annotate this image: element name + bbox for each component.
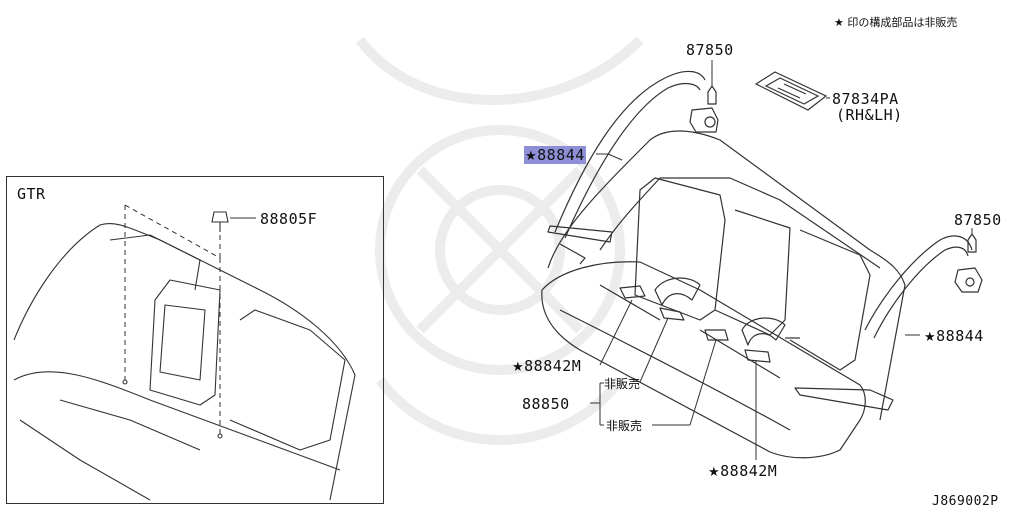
label-87850-top[interactable]: 87850 [686,41,734,59]
label-88844-top[interactable]: ★88844 [524,146,586,166]
inset-clip [122,211,256,439]
label-88805f[interactable]: 88805F [260,210,318,228]
part-87834pa-shape [754,71,828,111]
label-88844-top-text: 88844 [537,146,585,164]
label-88842m-left[interactable]: ★88842M [512,357,581,377]
rear-seat-main [541,130,906,459]
label-88842m-bottom-text: 88842M [720,462,778,480]
star-mark: ★ [924,330,937,345]
label-87834pa[interactable]: 87834PA [832,90,899,108]
label-88842m-bottom[interactable]: ★88842M [708,462,777,482]
inset-dashed-guides [124,204,221,435]
star-mark: ★ [512,360,525,375]
inset-seat [13,222,356,501]
label-88844-right-text: 88844 [936,327,984,345]
label-88842m-left-text: 88842M [524,357,582,375]
gtr-inset-frame: GTR [6,176,384,504]
leader-lines [590,60,973,460]
label-88850[interactable]: 88850 [522,395,570,413]
label-87834pa-sub: (RH&LH) [836,106,903,124]
label-87850-right[interactable]: 87850 [954,211,1002,229]
label-not-sold-2: 非販売 [606,419,643,433]
seat-belts-main [547,70,983,411]
diagram-id: J869002P [932,494,999,509]
star-mark: ★ [708,465,721,480]
inset-title: GTR [17,185,46,203]
star-mark: ★ [525,149,538,164]
not-sold-note: ★ 印の構成部品は非販売 [834,16,958,29]
watermark-emblem [356,36,644,445]
label-not-sold-1: 非販売 [604,377,641,391]
label-88844-right[interactable]: ★88844 [924,327,984,347]
